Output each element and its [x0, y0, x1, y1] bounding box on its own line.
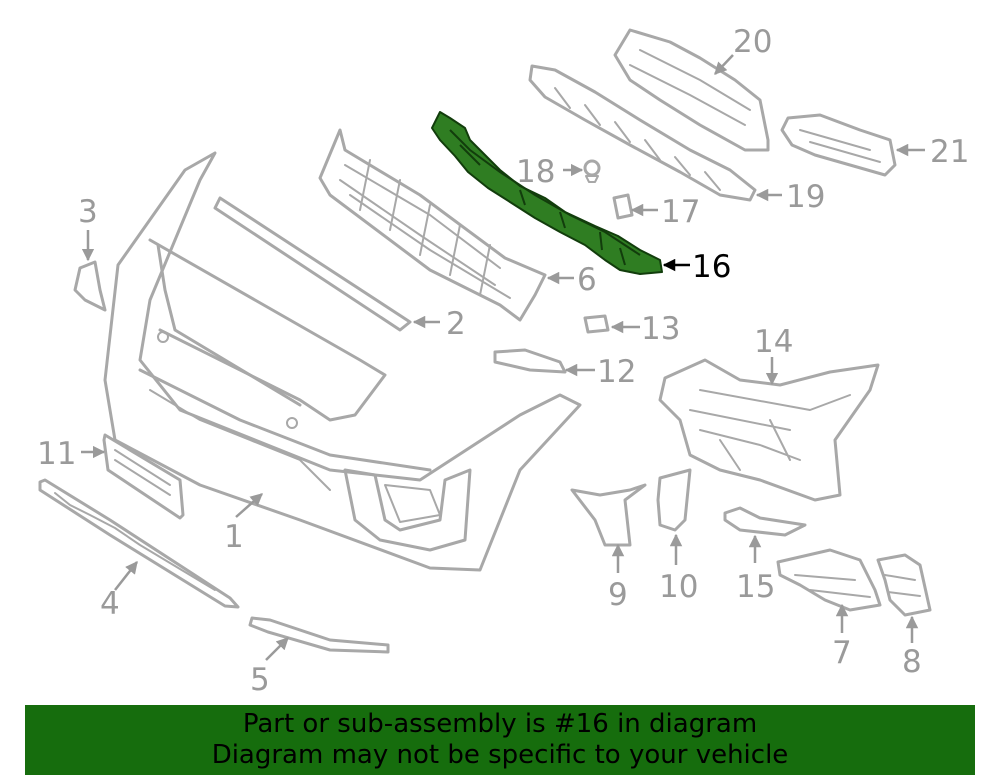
- part-14-support[interactable]: [658, 358, 880, 502]
- callout-16: 16: [692, 249, 731, 285]
- part-15-bracket[interactable]: [723, 506, 807, 537]
- callout-21: 21: [930, 134, 969, 170]
- callout-14: 14: [754, 324, 793, 360]
- callout-18: 18: [516, 154, 555, 190]
- part-8-bracket[interactable]: [876, 553, 932, 617]
- part-9-deflector[interactable]: [570, 483, 647, 547]
- info-banner: Part or sub-assembly is #16 in diagram D…: [25, 705, 975, 775]
- part-18-push-clip[interactable]: [583, 159, 601, 183]
- callout-8: 8: [902, 644, 922, 680]
- callout-3: 3: [78, 194, 98, 230]
- part-2-grille-trim[interactable]: [213, 196, 412, 332]
- callout-6: 6: [577, 262, 597, 298]
- callout-12: 12: [597, 354, 636, 390]
- part-3-bracket[interactable]: [73, 260, 107, 312]
- callout-15: 15: [736, 569, 775, 605]
- part-6-grille[interactable]: [318, 128, 547, 322]
- part-17-clip[interactable]: [612, 193, 634, 220]
- callout-1: 1: [224, 519, 244, 555]
- part-1-bumper-cover[interactable]: [103, 151, 582, 572]
- part-4-lower-molding[interactable]: [38, 478, 240, 609]
- callout-10: 10: [659, 569, 698, 605]
- callout-19: 19: [786, 179, 825, 215]
- part-11-license-bracket[interactable]: [102, 433, 185, 520]
- leader-lines: [81, 54, 925, 661]
- callout-7: 7: [832, 635, 852, 671]
- part-10-bracket[interactable]: [656, 468, 692, 532]
- callout-11: 11: [37, 436, 76, 472]
- callout-5: 5: [250, 662, 270, 698]
- part-19-absorber[interactable]: [528, 64, 757, 202]
- part-5-lower-trim[interactable]: [248, 616, 390, 654]
- part-20-absorber-upper[interactable]: [613, 28, 770, 152]
- callout-9: 9: [608, 577, 628, 613]
- part-7-air-duct[interactable]: [776, 548, 882, 612]
- callout-labels: 1 2 3 4 5 6 7 8 9 10 11 12 13 14 15 16 1…: [37, 24, 969, 698]
- part-21-side-bracket[interactable]: [780, 113, 897, 177]
- callout-4: 4: [100, 586, 120, 622]
- banner-line-2: Diagram may not be specific to your vehi…: [211, 740, 789, 770]
- callout-17: 17: [661, 194, 700, 230]
- callout-20: 20: [733, 24, 772, 60]
- part-13-clip[interactable]: [583, 314, 610, 334]
- part-16-reinforcement[interactable]: [431, 111, 663, 275]
- banner-line-1: Part or sub-assembly is #16 in diagram: [242, 709, 758, 739]
- parts-diagram: 1 2 3 4 5 6 7 8 9 10 11 12 13 14 15 16 1…: [37, 24, 969, 698]
- callout-2: 2: [446, 306, 466, 342]
- callout-13: 13: [641, 311, 680, 347]
- part-12-bracket[interactable]: [493, 348, 567, 374]
